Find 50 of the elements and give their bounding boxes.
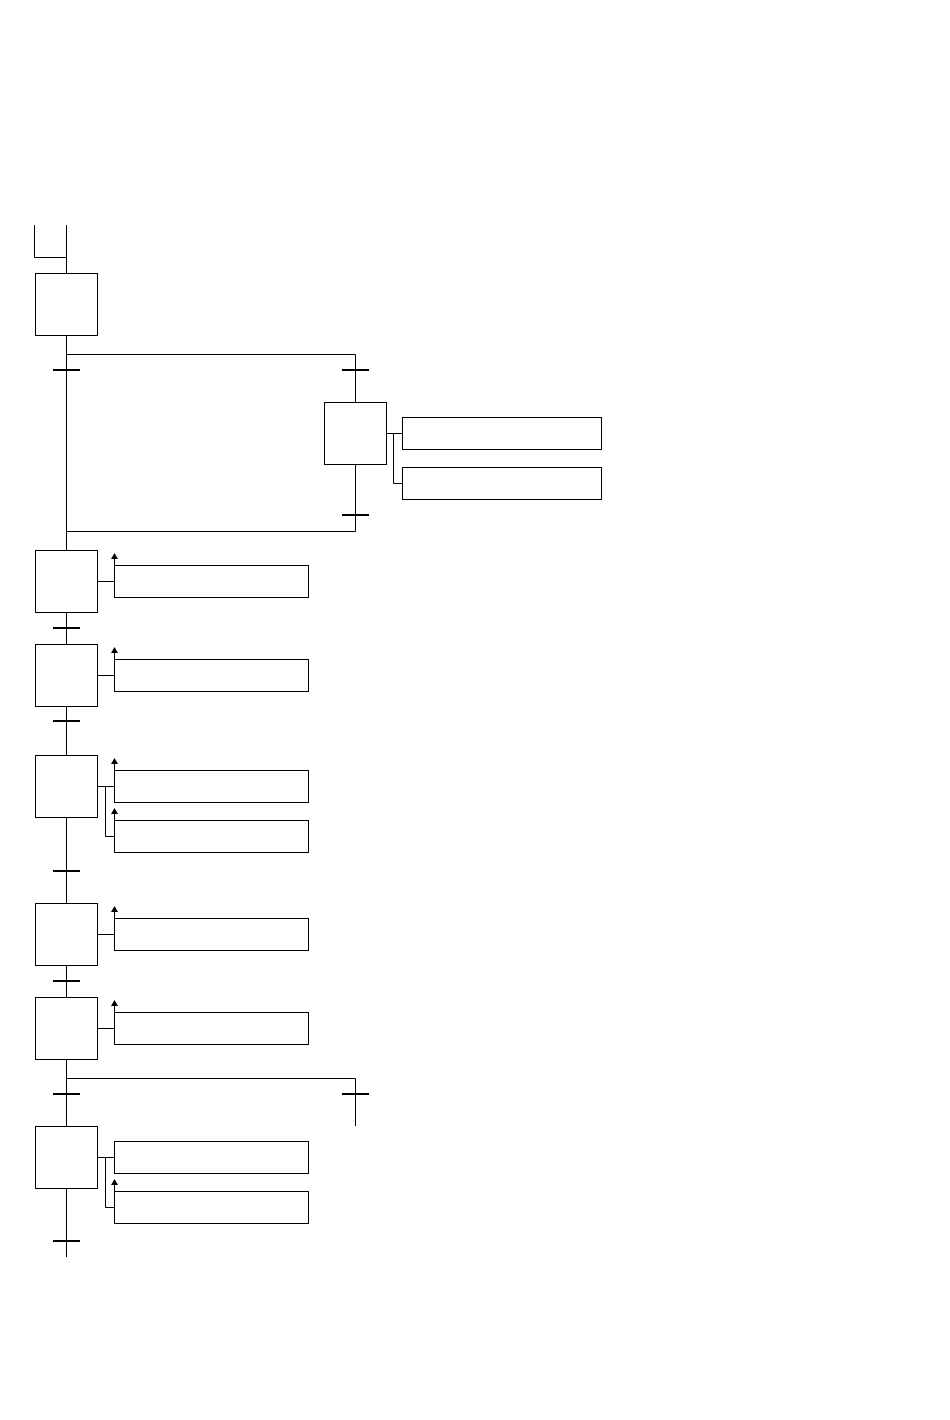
up-arrow-icon — [111, 1000, 118, 1012]
action-box — [114, 659, 309, 692]
action-box — [114, 1141, 309, 1174]
action-box — [402, 417, 602, 450]
up-arrow-icon — [111, 808, 118, 820]
connector-line — [355, 370, 356, 403]
connector-line — [355, 1094, 356, 1127]
connector-line — [66, 628, 67, 645]
up-arrow-icon — [111, 1179, 118, 1191]
connector-line — [34, 224, 67, 274]
connector-line — [97, 786, 115, 837]
step-box — [35, 644, 98, 707]
step-box — [35, 755, 98, 818]
step-box — [35, 1126, 98, 1189]
connector-line — [355, 464, 356, 515]
connector-line — [66, 1188, 67, 1241]
connector-line — [66, 965, 67, 981]
connector-line — [97, 675, 115, 676]
step-box — [35, 550, 98, 613]
action-box — [402, 467, 602, 500]
up-arrow-icon — [111, 906, 118, 918]
connector-line — [66, 1094, 67, 1127]
action-box — [114, 1191, 309, 1224]
connector-line — [97, 1157, 115, 1208]
up-arrow-icon — [111, 553, 118, 565]
up-arrow-icon — [111, 758, 118, 770]
connector-line — [66, 706, 67, 721]
up-arrow-icon — [111, 647, 118, 659]
action-box — [114, 565, 309, 598]
connector-line — [97, 581, 115, 582]
connector-line — [66, 612, 67, 628]
step-box — [35, 997, 98, 1060]
connector-line — [66, 1241, 67, 1258]
connector-line — [97, 1028, 115, 1029]
step-box — [324, 402, 387, 465]
connector-line — [66, 981, 67, 998]
connector-line — [66, 370, 67, 551]
connector-line — [66, 871, 67, 904]
connector-line — [386, 433, 403, 484]
connector-line — [66, 335, 356, 370]
connector-line — [66, 721, 67, 756]
action-box — [114, 918, 309, 951]
connector-line — [97, 934, 115, 935]
connector-line — [66, 817, 67, 871]
action-box — [114, 770, 309, 803]
connector-line — [66, 1059, 356, 1094]
action-box — [114, 820, 309, 853]
action-box — [114, 1012, 309, 1045]
step-box — [35, 273, 98, 336]
step-box — [35, 903, 98, 966]
